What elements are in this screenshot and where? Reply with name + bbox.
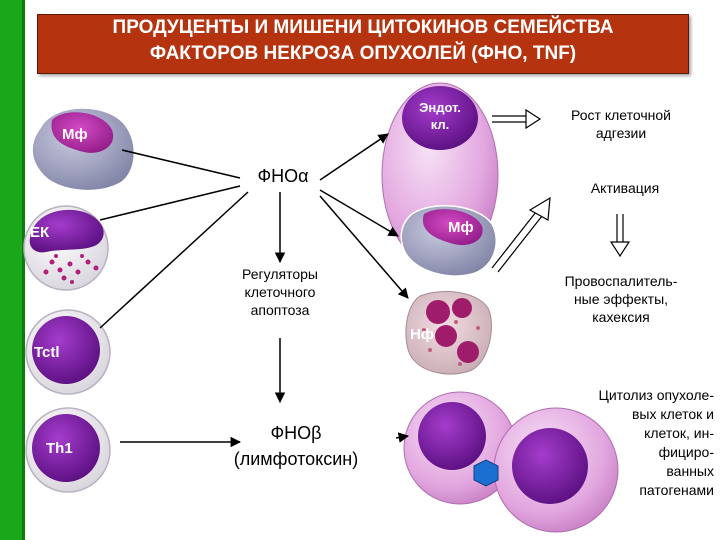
neutrophil-label: Нф <box>410 326 434 343</box>
title-line-1: ПРОДУЦЕНТЫ И МИШЕНИ ЦИТОКИНОВ СЕМЕЙСТВА <box>112 17 614 38</box>
th1-label: Th1 <box>46 440 73 457</box>
left-green-stripe <box>0 0 22 540</box>
apoptosis-regulators-label: Регуляторы клеточного апоптоза <box>242 266 318 318</box>
macrophage-producer-label: Мф <box>62 126 88 143</box>
endothelial-label: Эндот. кл. <box>419 100 461 132</box>
arrow-macrophage-to-tnfa <box>121 149 241 179</box>
double-arrow-to-adhesion <box>492 108 542 130</box>
double-arrows <box>491 108 631 273</box>
nk-producer-cell <box>23 205 109 291</box>
nk-granules <box>43 254 99 284</box>
tumor-cell-2 <box>493 407 619 533</box>
connector-arrows <box>99 133 410 448</box>
arrow-tnfa-to-macrophage <box>319 189 399 237</box>
title-line-2: ФАКТОРОВ НЕКРОЗА ОПУХОЛЕЙ (ФНО, TNF) <box>149 43 577 64</box>
macrophage-target-label: Мф <box>448 219 474 236</box>
tctl-label: Tctl <box>34 344 60 361</box>
cytolysis-label: Цитолиз опухоле- вых клеток и клеток, ин… <box>598 387 714 498</box>
arrow-nk-to-tnfa <box>99 185 241 221</box>
left-stripe-edge <box>22 0 25 540</box>
nk-label: ЕК <box>30 224 50 241</box>
tnf-beta-label: ФНОβ (лимфотоксин) <box>233 423 359 469</box>
pathogen-icon <box>473 459 499 487</box>
macrophage-target-cell <box>400 204 497 277</box>
th1-producer-cell <box>25 407 111 493</box>
activation-label: Активация <box>590 180 660 196</box>
adhesion-growth-label: Рост клеточной адгезии <box>571 107 671 141</box>
arrow-tnfa-to-endothelial <box>319 133 389 181</box>
double-arrow-to-proinflammatory <box>609 214 631 258</box>
neutrophil-target-cell <box>405 291 492 375</box>
double-arrow-activation <box>491 196 551 273</box>
arrow-tnfa-to-neutrophil <box>319 195 409 299</box>
tctl-producer-cell <box>25 309 111 395</box>
arrow-tctl-to-tnfa <box>99 191 249 329</box>
macrophage-producer-cell <box>31 107 135 192</box>
arrow-tnfb-to-tumor <box>395 432 410 443</box>
tnf-alpha-label: ФНОα <box>257 166 309 186</box>
proinflammatory-label: Провоспалитель- ные эффекты, кахексия <box>564 273 678 325</box>
slide-title: ПРОДУЦЕНТЫ И МИШЕНИ ЦИТОКИНОВ СЕМЕЙСТВА … <box>37 14 689 74</box>
